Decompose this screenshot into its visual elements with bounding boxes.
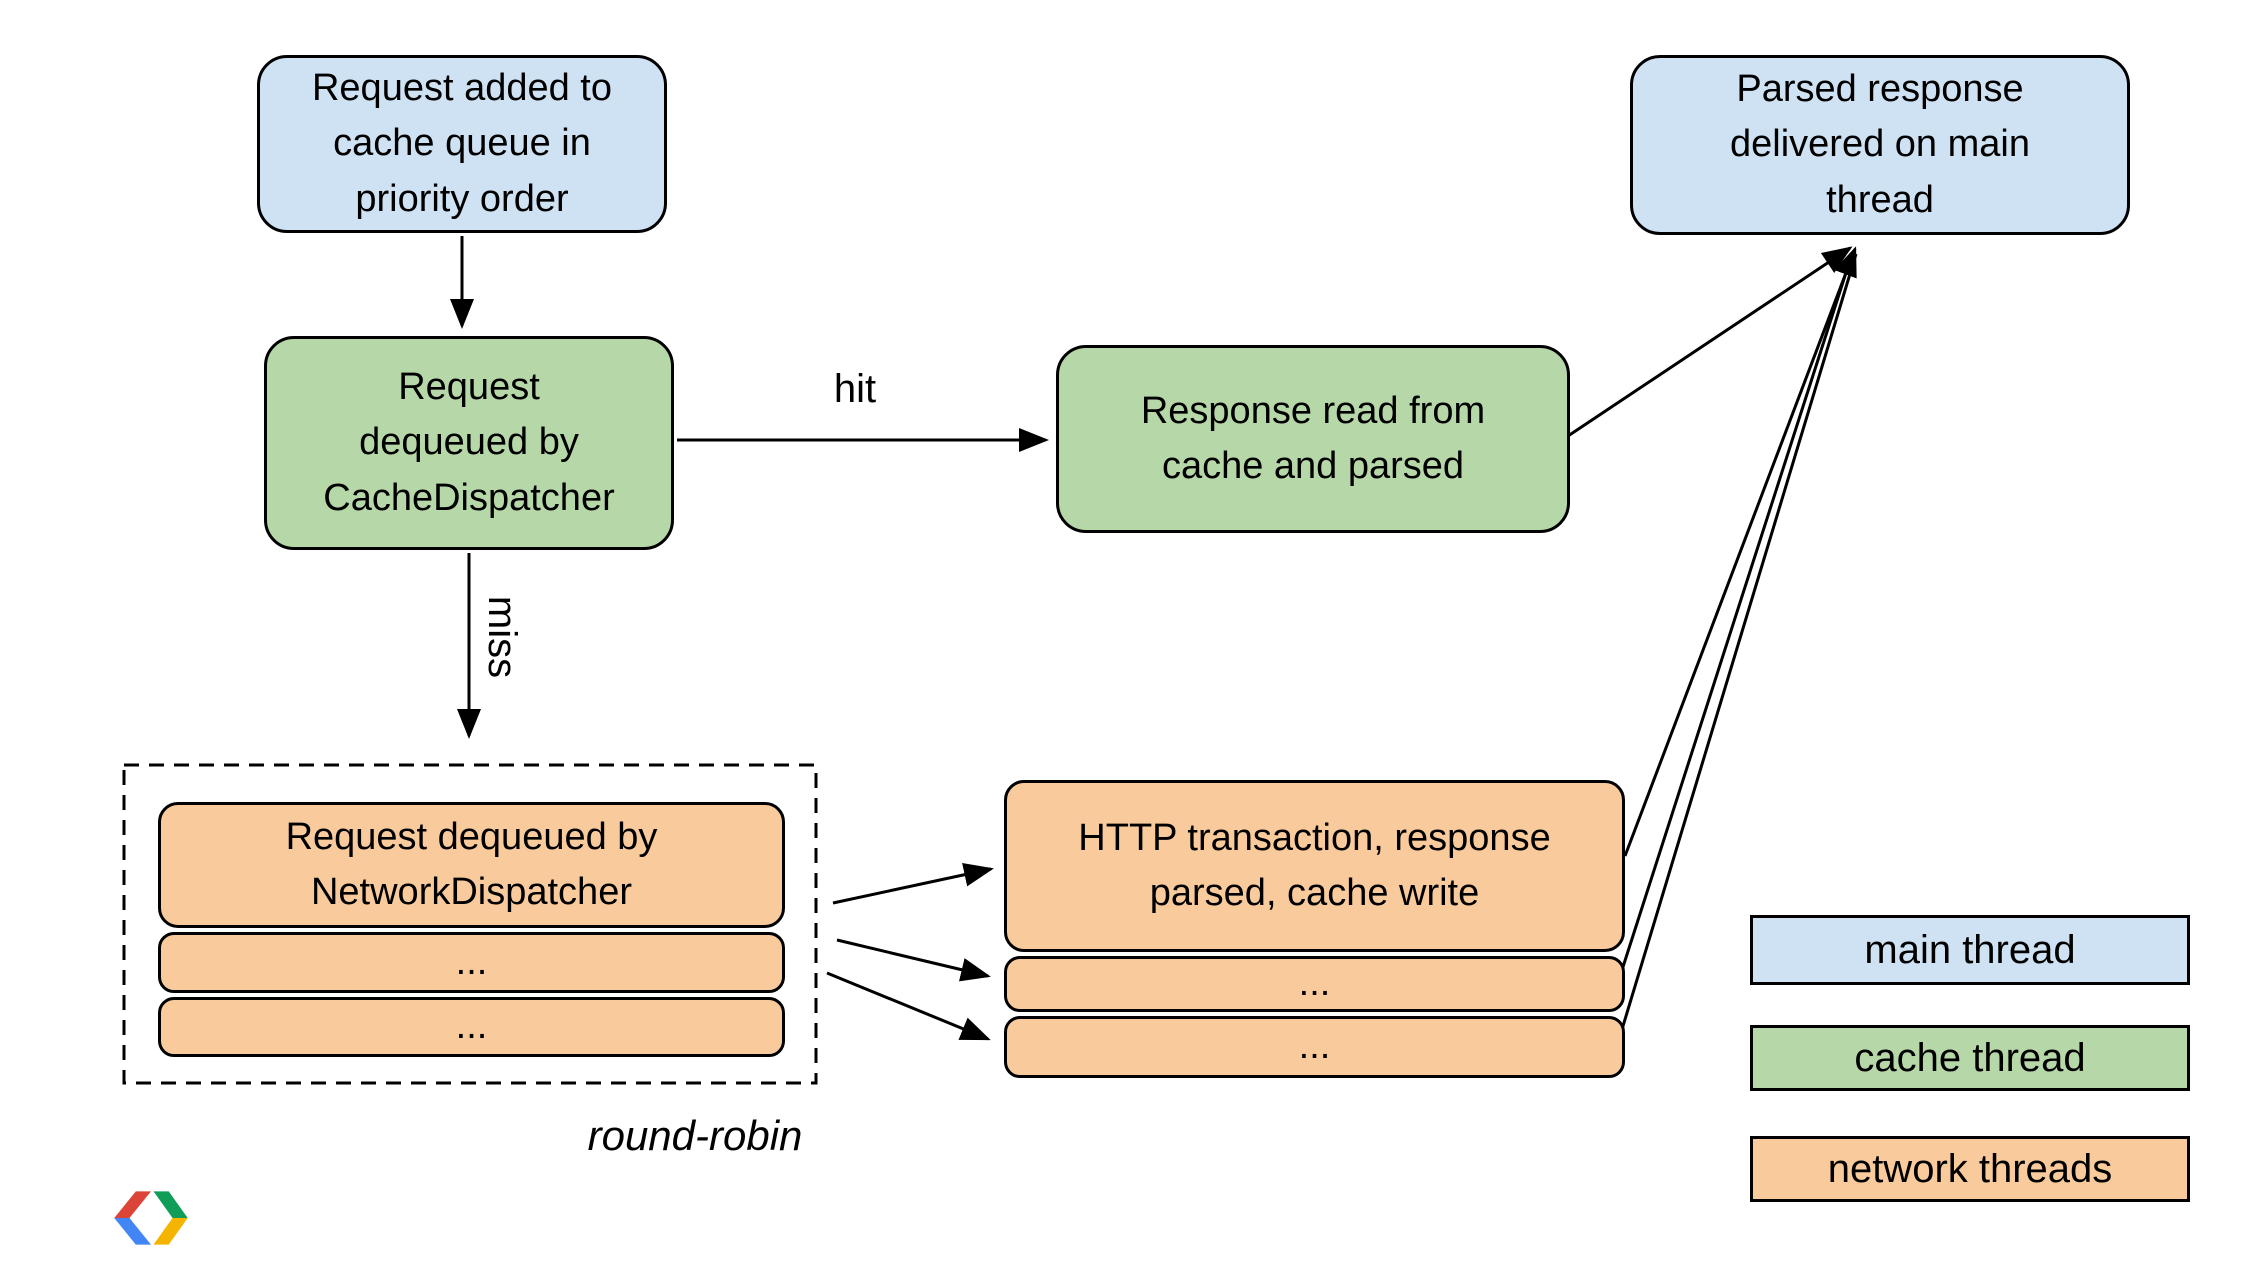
ellipsis-label: ...	[455, 940, 488, 983]
round-robin-group-border	[122, 763, 818, 1085]
arrow-cache-to-main	[1564, 246, 1853, 440]
node-parsed-response: Parsed response delivered on main thread	[1630, 55, 2130, 235]
logo-red-chevron	[114, 1191, 151, 1218]
node-http-transaction: HTTP transaction, response parsed, cache…	[1004, 780, 1625, 952]
arrow-fan-2	[836, 938, 991, 982]
node-response-read: Response read from cache and parsed	[1056, 345, 1570, 533]
node-request-added: Request added to cache queue in priority…	[257, 55, 667, 233]
label-round-robin-text: round-robin	[587, 1111, 803, 1159]
google-developers-logo-icon	[114, 1191, 188, 1245]
arrow-fan-1	[832, 862, 994, 905]
label-miss-text: miss	[480, 595, 525, 679]
legend-main-thread-label: main thread	[1864, 927, 2076, 972]
legend-network-threads-label: network threads	[1827, 1146, 2113, 1191]
legend-cache-thread: cache thread	[1750, 1025, 2190, 1091]
node-parsed-response-label: Parsed response delivered on main thread	[1730, 68, 2030, 221]
node-cache-dispatcher: Request dequeued by CacheDispatcher	[264, 336, 674, 550]
label-hit: hit	[745, 362, 965, 417]
logo-green-chevron	[153, 1191, 188, 1218]
node-network-dispatcher-label: Request dequeued by NetworkDispatcher	[285, 815, 658, 913]
label-miss: miss	[480, 575, 525, 699]
node-network-dispatcher-row2: ...	[158, 932, 785, 993]
label-round-robin: round-robin	[520, 1108, 870, 1163]
ellipsis-label: ...	[1298, 1025, 1331, 1068]
arrow-fan-3	[826, 971, 991, 1041]
legend-network-threads: network threads	[1750, 1136, 2190, 1202]
ellipsis-label: ...	[455, 1005, 488, 1048]
node-http-transaction-row2: ...	[1004, 956, 1625, 1012]
arrow-network2-to-main	[1620, 253, 1854, 971]
node-cache-dispatcher-label: Request dequeued by CacheDispatcher	[323, 366, 615, 519]
arrow-network3-to-main	[1618, 253, 1858, 1037]
node-http-transaction-label: HTTP transaction, response parsed, cache…	[1078, 816, 1551, 914]
ellipsis-label: ...	[1298, 962, 1331, 1005]
node-request-added-label: Request added to cache queue in priority…	[311, 67, 612, 220]
node-network-dispatcher: Request dequeued by NetworkDispatcher	[158, 802, 785, 928]
node-http-transaction-row3: ...	[1004, 1016, 1625, 1078]
arrow-network1-to-main	[1623, 246, 1857, 857]
node-response-read-label: Response read from cache and parsed	[1140, 389, 1486, 487]
logo-yellow-chevron	[153, 1218, 188, 1245]
node-network-dispatcher-row3: ...	[158, 997, 785, 1057]
label-hit-text: hit	[833, 367, 877, 411]
legend-main-thread: main thread	[1750, 915, 2190, 985]
legend-cache-thread-label: cache thread	[1854, 1035, 2086, 1080]
logo-blue-chevron	[114, 1218, 151, 1245]
